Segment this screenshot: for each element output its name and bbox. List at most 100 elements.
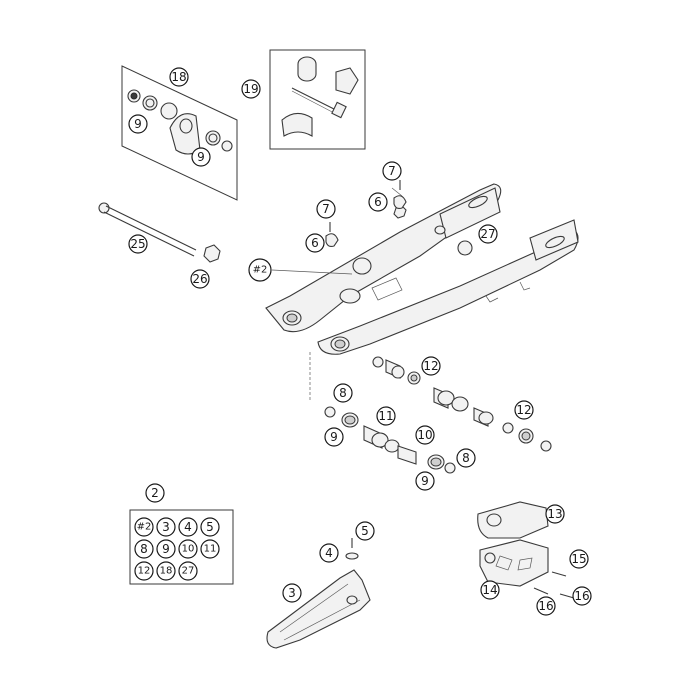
callout-13[interactable]: 13 — [545, 504, 565, 524]
svg-text:12: 12 — [423, 359, 438, 373]
callout-4[interactable]: 4 — [319, 543, 339, 563]
svg-text:8: 8 — [462, 451, 470, 465]
svg-text:25: 25 — [130, 237, 145, 251]
callout-7a[interactable]: 7 — [382, 161, 402, 181]
kit-2-item[interactable]: 3 — [156, 517, 176, 537]
svg-text:9: 9 — [197, 150, 205, 164]
part-4-washer — [345, 552, 359, 560]
kit-2-item-label: 9 — [162, 542, 170, 556]
svg-text:10: 10 — [417, 428, 432, 442]
chain-guide — [477, 501, 575, 599]
part-27-plug — [457, 240, 473, 256]
kit-2-item[interactable]: 10 — [178, 539, 198, 559]
svg-text:6: 6 — [311, 236, 319, 250]
leader-lines — [271, 187, 403, 400]
part-19-nut — [335, 67, 359, 95]
kit-2-item-label: 18 — [160, 566, 173, 577]
callout-6a[interactable]: 6 — [368, 192, 388, 212]
svg-text:9: 9 — [134, 117, 142, 131]
callout-2[interactable]: 2 — [145, 483, 165, 503]
part-18-bushing — [160, 102, 178, 120]
kit-2-item[interactable]: 5 — [200, 517, 220, 537]
callout-12a[interactable]: 12 — [421, 356, 441, 376]
kit-2-item-label: 10 — [182, 544, 195, 555]
callout-2-main[interactable]: #2 — [248, 258, 272, 282]
svg-text:5: 5 — [361, 524, 369, 538]
svg-text:15: 15 — [571, 552, 586, 566]
part-19-spacer — [297, 56, 317, 82]
svg-text:27: 27 — [480, 227, 495, 241]
part-3-slider — [266, 569, 371, 649]
callout-27[interactable]: 27 — [478, 224, 498, 244]
svg-text:3: 3 — [288, 586, 296, 600]
svg-text:7: 7 — [322, 202, 330, 216]
part-18-group — [121, 65, 238, 201]
svg-text:16: 16 — [538, 599, 553, 613]
callout-19[interactable]: 19 — [241, 79, 261, 99]
part-26-nut — [203, 244, 221, 263]
bearing-stack-upper — [372, 356, 421, 385]
callout-3[interactable]: 3 — [282, 583, 302, 603]
svg-text:18: 18 — [171, 70, 186, 84]
part-10-bushing — [397, 445, 417, 465]
kit-2-item-label: 3 — [162, 520, 170, 534]
kit-2-box — [129, 509, 234, 585]
bearing-stack-middle — [324, 406, 456, 474]
callout-16a[interactable]: 16 — [572, 586, 592, 606]
callout-8b[interactable]: 8 — [456, 448, 476, 468]
svg-text:9: 9 — [330, 430, 338, 444]
callout-16b[interactable]: 16 — [536, 596, 556, 616]
kit-2-item[interactable]: 27 — [178, 561, 198, 581]
kit-2-item-label: 8 — [140, 542, 148, 556]
kit-2-item-label: #2 — [137, 522, 152, 533]
kit-2-item-label: 5 — [206, 520, 214, 534]
callout-18[interactable]: 18 — [169, 67, 189, 87]
svg-text:12: 12 — [516, 403, 531, 417]
callout-15[interactable]: 15 — [569, 549, 589, 569]
callout-10[interactable]: 10 — [415, 425, 435, 445]
callout-14[interactable]: 14 — [480, 580, 500, 600]
kit-2-item-label: 11 — [204, 544, 217, 555]
kit-2-item-label: 12 — [138, 566, 151, 577]
kit-2-item[interactable]: 8 — [134, 539, 154, 559]
svg-text:16: 16 — [574, 589, 589, 603]
callout-9b[interactable]: 9 — [191, 147, 211, 167]
bearing-stack-right — [433, 387, 552, 452]
callout-11[interactable]: 11 — [376, 406, 396, 426]
callout-9d[interactable]: 9 — [415, 471, 435, 491]
kit-2-item[interactable]: 12 — [134, 561, 154, 581]
kit-2-item-label: 4 — [184, 520, 192, 534]
swingarm — [265, 183, 579, 355]
chain-slider — [266, 538, 371, 649]
kit-2-item[interactable]: 18 — [156, 561, 176, 581]
part-14-guide-bottom — [479, 539, 549, 587]
svg-text:4: 4 — [325, 546, 333, 560]
callout-8a[interactable]: 8 — [333, 383, 353, 403]
kit-2-item[interactable]: 9 — [156, 539, 176, 559]
svg-text:7: 7 — [388, 164, 396, 178]
part-19-group — [269, 49, 366, 150]
callout-9c[interactable]: 9 — [324, 427, 344, 447]
svg-text:6: 6 — [374, 195, 382, 209]
kit-2-item[interactable]: 4 — [178, 517, 198, 537]
part-8-ring — [324, 406, 336, 418]
svg-text:8: 8 — [339, 386, 347, 400]
kit-2-item[interactable]: #2 — [134, 517, 154, 537]
kit-2-item[interactable]: 11 — [200, 539, 220, 559]
callout-9a[interactable]: 9 — [128, 114, 148, 134]
svg-text:#2: #2 — [253, 265, 268, 276]
callout-12b[interactable]: 12 — [514, 400, 534, 420]
svg-text:9: 9 — [421, 474, 429, 488]
screws-and-clips — [325, 180, 407, 248]
callout-6b[interactable]: 6 — [305, 233, 325, 253]
part-19-half-shell — [281, 112, 313, 137]
callout-26[interactable]: 26 — [190, 269, 210, 289]
callout-7b[interactable]: 7 — [316, 199, 336, 219]
part-8-ring-b — [444, 462, 456, 474]
kit-19-frame — [269, 49, 366, 150]
callout-5[interactable]: 5 — [355, 521, 375, 541]
callout-25[interactable]: 25 — [128, 234, 148, 254]
